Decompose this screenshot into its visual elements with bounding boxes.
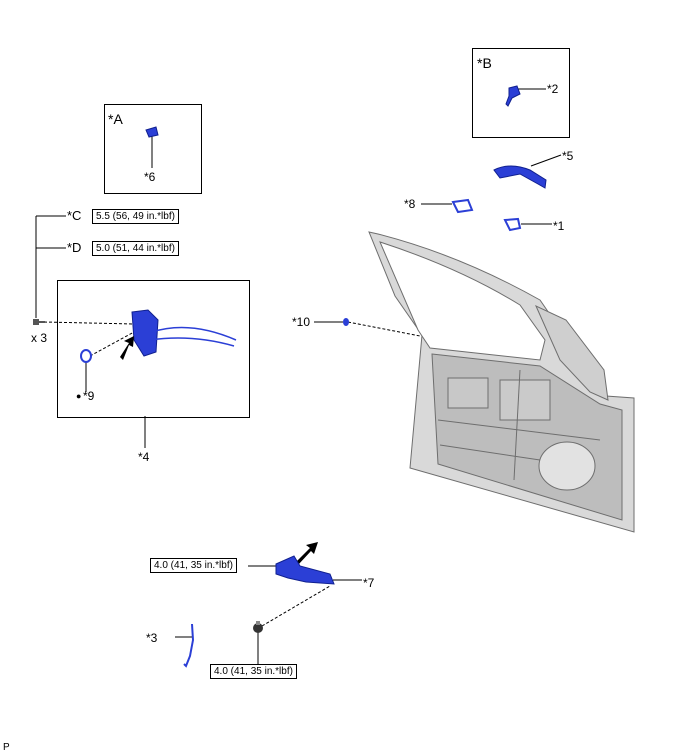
detail-box-a (104, 104, 202, 194)
part-4-door-lock-assembly[interactable] (131, 309, 237, 357)
torque-spec-c: 5.5 (56, 49 in.*lbf) (92, 209, 179, 224)
part-8-label: *8 (404, 197, 416, 211)
part-10-label: *10 (292, 315, 311, 329)
part-3-rod[interactable] (183, 623, 195, 668)
quantity-label: x 3 (31, 331, 48, 345)
part-10-clip[interactable] (343, 318, 349, 326)
ref-d-label: *D (67, 240, 82, 255)
box-a-label: *A (108, 111, 123, 127)
assembly-lines (43, 321, 421, 627)
part-1-label: *1 (553, 219, 565, 233)
part-3-label: *3 (146, 631, 158, 645)
direction-arrow-icon (120, 336, 318, 565)
detail-box-b (472, 48, 570, 138)
part-7-label: *7 (363, 576, 375, 590)
part-5-label: *5 (562, 149, 574, 163)
bullet-icon: ● (76, 391, 82, 401)
door-panel (368, 231, 635, 533)
part-2-label: *2 (547, 82, 559, 96)
bolt-icon[interactable] (253, 621, 263, 633)
lock-screw-icon[interactable] (33, 319, 45, 325)
leader-lines (35, 88, 562, 664)
part-6-label: *6 (144, 170, 156, 184)
part-4-label: *4 (138, 450, 150, 464)
part-6-cap[interactable] (145, 126, 159, 138)
part-1-handle-cover[interactable] (503, 217, 522, 232)
part-7-bracket[interactable] (275, 555, 335, 585)
footer-code: P (3, 742, 10, 753)
part-9-seal[interactable] (80, 349, 92, 363)
ref-c-label: *C (67, 208, 82, 223)
door-lock-detail-box (57, 280, 250, 418)
torque-spec-part-7-upper: 4.0 (41, 35 in.*lbf) (150, 558, 237, 573)
box-b-label: *B (477, 55, 492, 71)
part-9-label: *9 (83, 389, 95, 403)
part-2-lock-cylinder[interactable] (505, 85, 521, 107)
torque-spec-d: 5.0 (51, 44 in.*lbf) (92, 241, 179, 256)
part-5-door-handle[interactable] (493, 165, 547, 189)
part-8-gasket[interactable] (451, 198, 474, 214)
torque-spec-part-7-lower: 4.0 (41, 35 in.*lbf) (210, 664, 297, 679)
